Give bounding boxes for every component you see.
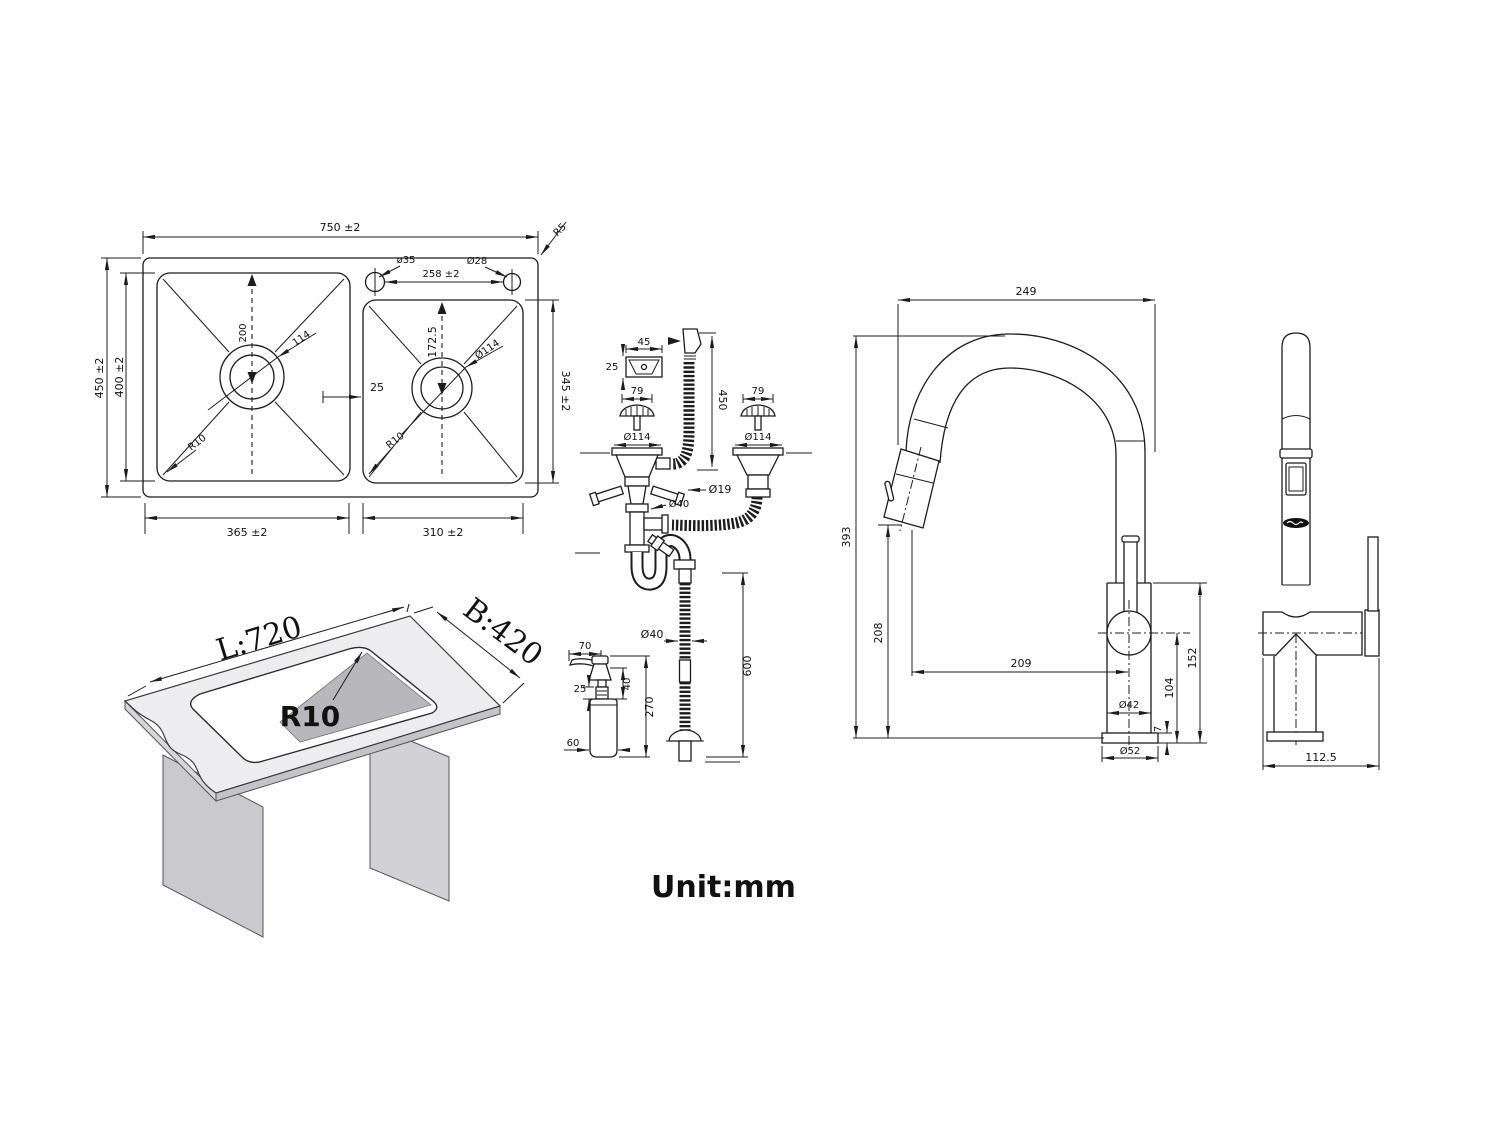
- right-flange-dia-label: Ø114: [745, 431, 772, 443]
- hole-35-label: ø35: [397, 255, 416, 266]
- cutout-radius-callout: R10: [280, 651, 363, 733]
- faucet-holes: 258 ±2 ø35 Ø28: [364, 255, 522, 296]
- inlet-dia-label: Ø19: [709, 483, 732, 496]
- dim-divider: 25: [322, 381, 384, 403]
- dim-152-label: 152: [1186, 648, 1199, 669]
- front-handle-lever: [1367, 536, 1379, 612]
- dim-393-label: 393: [840, 527, 853, 548]
- drain-assembly-drawing: 45 25 450 79: [564, 328, 812, 763]
- spray-button: [884, 480, 895, 502]
- left-strainer: 79 Ø114: [588, 386, 686, 553]
- overflow-hose-length-label: 450: [716, 390, 729, 411]
- counter-leg-right: [369, 723, 450, 902]
- left-flange-dia-label: Ø114: [624, 431, 651, 443]
- front-body-block: [1262, 611, 1363, 656]
- inter-bowl-hose: [671, 496, 763, 532]
- base-plate: [1101, 732, 1159, 744]
- dim-left-bowl-width: 365 ±2: [144, 503, 350, 539]
- dim-209-label: 209: [1011, 657, 1032, 670]
- dispenser-bottle: [589, 698, 618, 758]
- dim-front-width: 112.5: [1262, 658, 1380, 770]
- dim-750-label: 750 ±2: [320, 221, 361, 234]
- dim-overall-depth: 450 ±2: [93, 257, 141, 498]
- left-drain-offset-label: 200: [238, 323, 249, 342]
- dispenser-height-label: 270: [643, 697, 656, 718]
- dim-right-bowl-width: 310 ±2: [362, 503, 524, 539]
- dim-25-label: 25: [370, 381, 384, 394]
- dim-bowl-depth: 400 ±2: [113, 272, 155, 482]
- dim-7-label: 7: [1153, 726, 1164, 732]
- drain-hose-length-label: 600: [741, 656, 754, 677]
- dim-365-label: 365 ±2: [227, 526, 268, 539]
- drain-hose: Ø40 600: [641, 572, 754, 763]
- dim-310-label: 310 ±2: [423, 526, 464, 539]
- counter-cutout-drawing: L:720 B:420 R10: [123, 592, 549, 938]
- inlet-dia-callout: Ø19: [688, 483, 731, 496]
- faucet-body: [1098, 535, 1190, 752]
- dim-overall-width: 750 ±2: [142, 221, 539, 254]
- unit-note: Unit:mm: [651, 870, 796, 905]
- sink-outline: [142, 257, 539, 498]
- dispenser-bottle-dia-label: 60: [567, 738, 580, 749]
- dim-258-label: 258 ±2: [422, 269, 459, 280]
- front-column: [1281, 332, 1311, 585]
- soap-dispenser: 70 25 40 60 270: [564, 641, 656, 758]
- faucet-side-dimensions: 249 393 208 209 152 104 Ø42 7: [840, 285, 1207, 762]
- drain-hose-dia-label: Ø40: [641, 628, 664, 641]
- cutout-r10-label: R10: [280, 700, 341, 733]
- hole-28-label: Ø28: [467, 255, 488, 267]
- left-basket-dia-label: 79: [631, 386, 644, 397]
- tailpipe-dia-callout: Ø40: [650, 498, 690, 510]
- dim-52-label: Ø52: [1120, 745, 1141, 757]
- corner-radius-callout: R5: [540, 222, 569, 256]
- spray-head: [883, 446, 940, 532]
- logo-squiggle: [1286, 520, 1304, 526]
- front-display-window: [1285, 462, 1307, 496]
- p-trap: [630, 533, 696, 591]
- r5-label: R5: [552, 222, 569, 239]
- right-drain-offset-label: 172.5: [426, 326, 439, 358]
- dim-112-label: 112.5: [1305, 751, 1337, 764]
- cutout-width-label: B:420: [456, 592, 548, 674]
- handle-lever: [1123, 538, 1138, 615]
- faucet-front-view-drawing: 112.5: [1258, 332, 1380, 770]
- front-logo-badge: [1283, 518, 1309, 528]
- dim-208-label: 208: [872, 623, 885, 644]
- right-strainer: 79 Ø114: [671, 386, 784, 532]
- dim-104-label: 104: [1163, 678, 1176, 699]
- overflow-height-label: 25: [606, 362, 619, 373]
- dispenser-spout-label: 70: [579, 641, 592, 652]
- sink-top-view-drawing: 750 ±2 R5 450 ±2 400 ±2: [93, 221, 572, 539]
- front-handle-base: [1364, 609, 1380, 657]
- right-basket-dia-label: 79: [752, 386, 765, 397]
- dim-345-label: 345 ±2: [559, 371, 572, 412]
- overflow-width-label: 45: [638, 337, 651, 348]
- dim-450-label: 450 ±2: [93, 358, 106, 399]
- dispenser-neck-label: 40: [622, 678, 633, 691]
- dim-right-bowl-depth: 345 ±2: [525, 299, 572, 484]
- dispenser-collar-label: 25: [574, 684, 587, 695]
- faucet-side-view-drawing: 249 393 208 209 152 104 Ø42 7: [840, 285, 1207, 762]
- dim-42-label: Ø42: [1119, 699, 1140, 711]
- spout-outer: [905, 333, 1146, 583]
- front-collar: [1279, 448, 1313, 459]
- front-base-plate: [1266, 731, 1324, 742]
- overflow-plate: 45 25: [606, 337, 663, 390]
- spout-inner: [939, 367, 1117, 583]
- overflow-hose: 450: [655, 328, 729, 471]
- tailpipe-dia-label: Ø40: [669, 498, 690, 510]
- dim-249-label: 249: [1016, 285, 1037, 298]
- dim-400-label: 400 ±2: [113, 357, 126, 398]
